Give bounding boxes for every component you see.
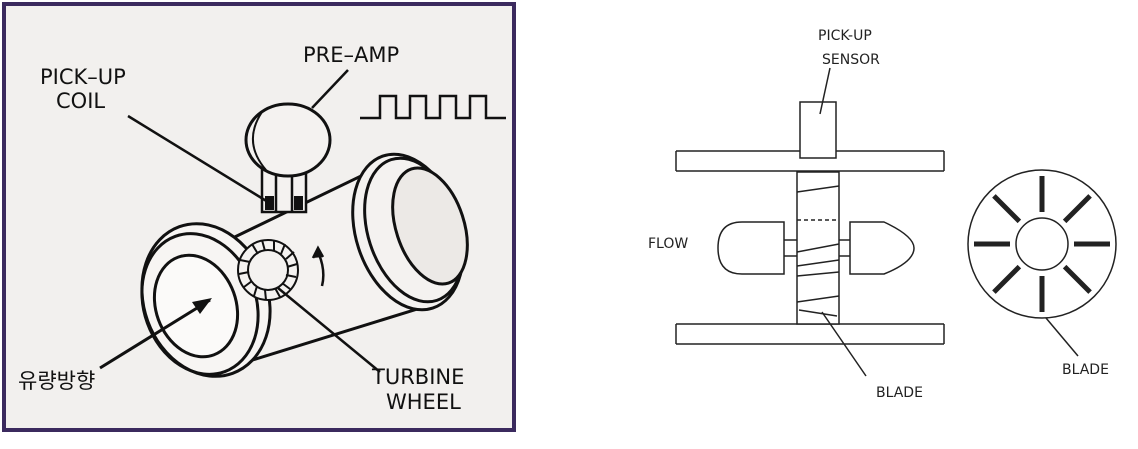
end-view-blades: [974, 176, 1110, 312]
downstream-cone: [849, 221, 915, 275]
pickup-coil-label-line2: COIL: [56, 89, 105, 113]
turbine-wheel-label-line2: WHEEL: [386, 390, 461, 414]
turbine-wheel: [237, 239, 299, 301]
turbine-wheel-label-line1: TURBINE: [371, 365, 464, 389]
turbine-cross-section-diagram: [675, 67, 1117, 377]
rotor-blades-column: [796, 171, 840, 325]
pickup-coil-leader: [127, 114, 269, 204]
end-view-blade: [992, 194, 1022, 224]
pulse-signal-waveform: [360, 94, 506, 120]
end-view-blade: [992, 264, 1022, 294]
upstream-nose-cone: [717, 221, 785, 275]
turbine-flowmeter-illustration: [99, 69, 506, 378]
pipe-wall-bottom: [675, 323, 945, 345]
sensor-leader: [819, 67, 831, 115]
pre-amp-label: PRE–AMP: [303, 43, 399, 67]
pickup-sensor-label-line2: SENSOR: [822, 52, 880, 68]
flow-direction-label: 유량방향: [18, 369, 95, 393]
pickup-coil-label-line1: PICK–UP: [40, 65, 126, 89]
blade-end-label: BLADE: [1062, 362, 1109, 378]
rotor-end-view: [967, 169, 1117, 319]
outlet-flange: [351, 152, 469, 312]
rotation-arrow: [311, 245, 325, 287]
blade-side-label: BLADE: [876, 385, 923, 401]
flow-label: FLOW: [648, 236, 688, 252]
turbine-wheel-leader: [277, 287, 381, 373]
blade-end-leader: [1045, 317, 1079, 357]
pre-amp-dome: [244, 102, 332, 178]
end-view-blade: [1062, 194, 1092, 224]
pickup-sensor-block: [799, 101, 837, 159]
flow-direction-arrow: [99, 298, 212, 370]
pre-amp-leader: [311, 69, 349, 109]
blade-side-leader: [821, 311, 867, 377]
pickup-sensor-label-line1: PICK-UP: [818, 28, 872, 44]
end-view-blade: [1062, 264, 1092, 294]
